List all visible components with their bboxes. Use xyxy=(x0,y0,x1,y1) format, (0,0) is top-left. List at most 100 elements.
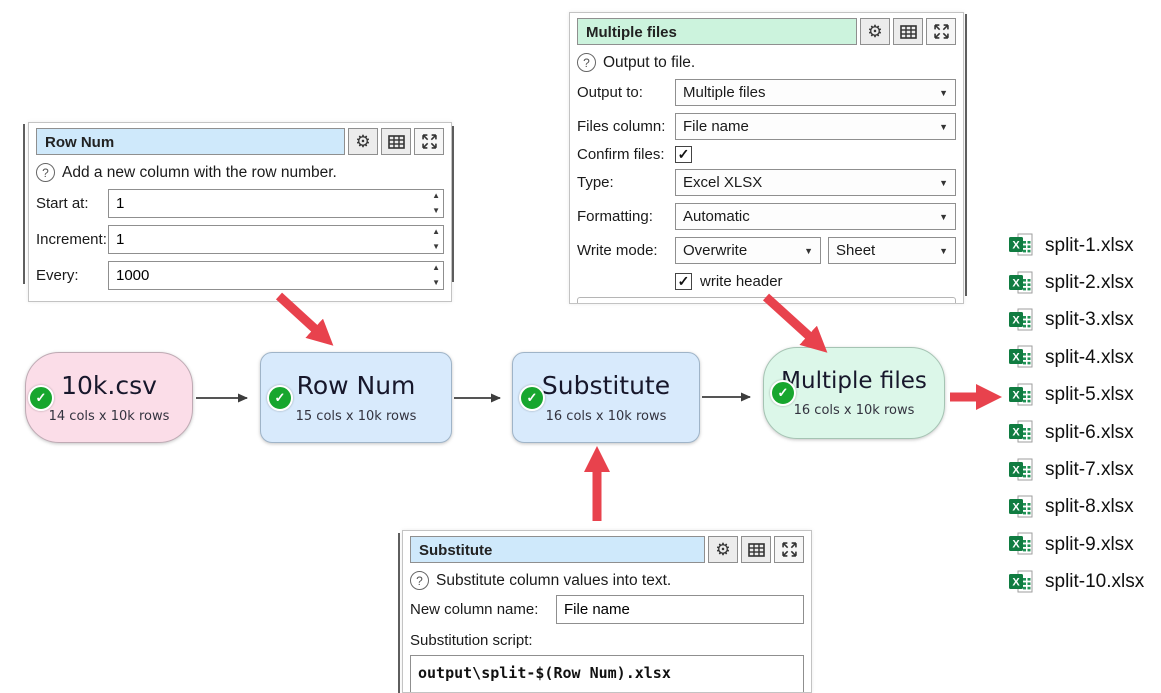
spinner[interactable]: ▲▼ xyxy=(432,192,440,215)
svg-text:X: X xyxy=(1012,576,1020,588)
substitute-panel-title[interactable]: Substitute xyxy=(410,536,705,563)
file-item[interactable]: X split-7.xlsx xyxy=(1008,451,1144,488)
file-item[interactable]: X split-9.xlsx xyxy=(1008,526,1144,563)
help-icon[interactable]: ? xyxy=(36,163,55,182)
chevron-down-icon: ▼ xyxy=(939,87,948,98)
increment-input[interactable] xyxy=(108,225,444,254)
file-item[interactable]: X split-2.xlsx xyxy=(1008,264,1144,301)
chevron-down-icon: ▼ xyxy=(939,211,948,222)
substitute-help-text: Substitute column values into text. xyxy=(436,571,672,589)
svg-text:X: X xyxy=(1012,352,1020,364)
output-to-label: Output to: xyxy=(577,84,643,101)
settings-button[interactable]: ⚙ xyxy=(348,128,378,155)
checkmark-icon: ✓ xyxy=(677,273,690,289)
write-header-checkbox[interactable]: ✓ xyxy=(675,273,692,290)
file-item[interactable]: X split-3.xlsx xyxy=(1008,302,1144,339)
success-check-icon: ✓ xyxy=(267,384,293,411)
cropped-widget xyxy=(577,297,956,303)
node-title: Substitute xyxy=(541,371,671,400)
type-dropdown[interactable]: Excel XLSX ▼ xyxy=(675,169,956,196)
node-title: Multiple files xyxy=(781,368,927,394)
spinner-up-icon[interactable]: ▲ xyxy=(432,227,440,236)
table-view-button[interactable] xyxy=(893,18,923,45)
gear-icon: ⚙ xyxy=(355,132,371,151)
file-item[interactable]: X split-8.xlsx xyxy=(1008,489,1144,526)
spinner-down-icon[interactable]: ▼ xyxy=(432,278,440,287)
spinner[interactable]: ▲▼ xyxy=(432,264,440,287)
help-icon[interactable]: ? xyxy=(577,53,596,72)
settings-button[interactable]: ⚙ xyxy=(860,18,890,45)
output-file-list: X split-1.xlsx X split-2.xlsx X split-3.… xyxy=(1008,227,1144,601)
start-at-input[interactable] xyxy=(108,189,444,218)
window-edge xyxy=(452,126,454,282)
increment-field: ▲▼ xyxy=(108,225,444,254)
gear-icon: ⚙ xyxy=(715,540,731,559)
table-view-button[interactable] xyxy=(381,128,411,155)
new-column-name-label: New column name: xyxy=(410,601,539,618)
row-num-panel-title[interactable]: Row Num xyxy=(36,128,345,155)
substitution-script-editor[interactable]: output\split-$(Row Num).xlsx xyxy=(410,655,804,692)
file-item[interactable]: X split-5.xlsx xyxy=(1008,377,1144,414)
start-at-field: ▲▼ xyxy=(108,189,444,218)
excel-file-icon: X xyxy=(1009,570,1033,593)
flow-node-10k-csv[interactable]: ✓ 10k.csv 14 cols x 10k rows xyxy=(25,352,193,443)
expand-icon xyxy=(933,24,949,39)
file-item[interactable]: X split-6.xlsx xyxy=(1008,414,1144,451)
file-item[interactable]: X split-1.xlsx xyxy=(1008,227,1144,264)
table-icon xyxy=(747,542,765,557)
spinner[interactable]: ▲▼ xyxy=(432,228,440,251)
row-num-help-text: Add a new column with the row number. xyxy=(62,163,337,181)
file-item[interactable]: X split-10.xlsx xyxy=(1008,564,1144,601)
row-num-panel: Row Num ⚙ ? Add a new column with the ro… xyxy=(28,122,452,302)
new-column-name-input[interactable] xyxy=(556,595,804,624)
output-to-dropdown[interactable]: Multiple files ▼ xyxy=(675,79,956,106)
write-mode-dropdown[interactable]: Overwrite ▼ xyxy=(675,237,821,264)
svg-text:X: X xyxy=(1012,314,1020,326)
start-at-label: Start at: xyxy=(36,195,89,212)
window-edge xyxy=(398,533,400,693)
excel-file-icon: X xyxy=(1009,458,1033,481)
svg-text:X: X xyxy=(1012,389,1020,401)
formatting-dropdown[interactable]: Automatic ▼ xyxy=(675,203,956,230)
excel-file-icon: X xyxy=(1009,271,1033,294)
every-field: ▲▼ xyxy=(108,261,444,290)
write-header-label: write header xyxy=(700,273,783,290)
multiple-files-panel: Multiple files ⚙ ? Output to file. xyxy=(569,12,964,304)
file-item[interactable]: X split-4.xlsx xyxy=(1008,339,1144,376)
flow-node-substitute[interactable]: ✓ Substitute 16 cols x 10k rows xyxy=(512,352,700,443)
expand-button[interactable] xyxy=(774,536,804,563)
flow-node-row-num[interactable]: ✓ Row Num 15 cols x 10k rows xyxy=(260,352,452,443)
window-edge xyxy=(23,124,25,284)
node-subtitle: 16 cols x 10k rows xyxy=(545,409,667,424)
expand-button[interactable] xyxy=(414,128,444,155)
table-icon xyxy=(387,134,405,149)
spinner-down-icon[interactable]: ▼ xyxy=(432,242,440,251)
svg-text:X: X xyxy=(1012,277,1020,289)
help-icon[interactable]: ? xyxy=(410,571,429,590)
success-check-icon: ✓ xyxy=(28,384,54,411)
chevron-down-icon: ▼ xyxy=(939,121,948,132)
expand-button[interactable] xyxy=(926,18,956,45)
svg-text:X: X xyxy=(1012,501,1020,513)
multiple-files-panel-title[interactable]: Multiple files xyxy=(577,18,857,45)
sheet-mode-dropdown[interactable]: Sheet ▼ xyxy=(828,237,956,264)
every-input[interactable] xyxy=(108,261,444,290)
settings-button[interactable]: ⚙ xyxy=(708,536,738,563)
flow-node-multiple-files[interactable]: ✓ Multiple files 16 cols x 10k rows xyxy=(763,347,945,439)
increment-label: Increment: xyxy=(36,231,107,248)
every-label: Every: xyxy=(36,267,79,284)
checkmark-icon: ✓ xyxy=(677,146,690,162)
spinner-down-icon[interactable]: ▼ xyxy=(432,206,440,215)
svg-text:X: X xyxy=(1012,240,1020,252)
spinner-up-icon[interactable]: ▲ xyxy=(432,191,440,200)
table-view-button[interactable] xyxy=(741,536,771,563)
files-column-dropdown[interactable]: File name ▼ xyxy=(675,113,956,140)
chevron-down-icon: ▼ xyxy=(939,245,948,256)
svg-text:X: X xyxy=(1012,427,1020,439)
confirm-files-checkbox[interactable]: ✓ xyxy=(675,146,692,163)
node-subtitle: 15 cols x 10k rows xyxy=(295,409,417,424)
success-check-icon: ✓ xyxy=(770,380,796,406)
spinner-up-icon[interactable]: ▲ xyxy=(432,263,440,272)
gear-icon: ⚙ xyxy=(867,22,883,41)
